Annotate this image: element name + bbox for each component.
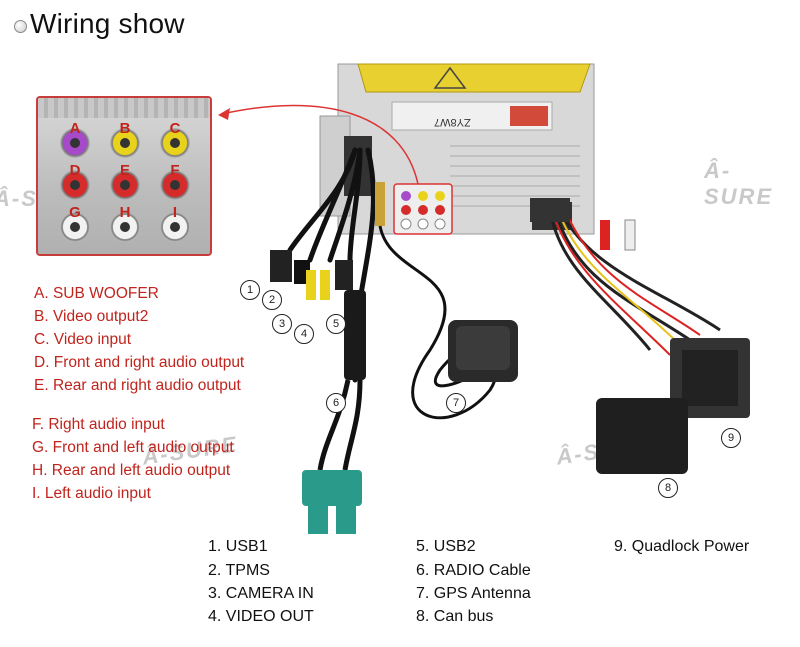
callout-3: 3 [272, 314, 292, 334]
callout-7: 7 [446, 393, 466, 413]
legend-number: 1. USB1 [208, 538, 268, 555]
legend-letter: C. Video input [34, 331, 132, 348]
callout-6: 6 [326, 393, 346, 413]
rca-jack-letter: B [119, 120, 131, 137]
watermark: Â-SURE [704, 158, 774, 209]
legend-letter: E. Rear and right audio output [34, 377, 241, 394]
rca-jack [160, 170, 190, 200]
legend-number: 9. Quadlock Power [614, 538, 750, 555]
legend-letter: B. Video output2 [34, 308, 149, 325]
legend-letter: G. Front and left audio output [32, 439, 234, 456]
legend-letter: F. Right audio input [32, 416, 165, 433]
rca-jack [60, 212, 90, 242]
rca-jack [60, 128, 90, 158]
page-title: Wiring show [30, 8, 185, 39]
callout-2: 2 [262, 290, 282, 310]
rca-jack-letter: D [69, 162, 81, 179]
title-bullet-icon [14, 20, 27, 33]
rca-jack [110, 170, 140, 200]
rca-jack-letter: A [69, 120, 81, 137]
callout-8: 8 [658, 478, 678, 498]
rca-jack [110, 128, 140, 158]
legend-number: 3. CAMERA IN [208, 585, 314, 602]
callout-1: 1 [240, 280, 260, 300]
rca-jack [110, 212, 140, 242]
rca-jack-letter: F [170, 162, 180, 179]
rca-jack [160, 128, 190, 158]
rca-jack [60, 170, 90, 200]
legend-letter: A. SUB WOOFER [34, 285, 159, 302]
callout-4: 4 [294, 324, 314, 344]
rca-jack-letter: I [172, 204, 178, 221]
callout-9: 9 [721, 428, 741, 448]
legend-letter: D. Front and right audio output [34, 354, 245, 371]
legend-number: 8. Can bus [416, 608, 494, 625]
legend-number: 6. RADIO Cable [416, 562, 531, 579]
rca-jack-letter: C [169, 120, 181, 137]
legend-letter: I. Left audio input [32, 485, 151, 502]
rca-jack [160, 212, 190, 242]
legend-number: 5. USB2 [416, 538, 476, 555]
legend-letter: H. Rear and left audio output [32, 462, 231, 479]
zoom-arrow [218, 104, 419, 185]
rca-jack-letter: H [119, 204, 131, 221]
legend-number: 4. VIDEO OUT [208, 608, 314, 625]
rca-jack-letter: G [69, 204, 81, 221]
callout-5: 5 [326, 314, 346, 334]
cable-illustration [270, 147, 750, 534]
legend-number: 2. TPMS [208, 562, 270, 579]
legend-number: 7. GPS Antenna [416, 585, 531, 602]
rca-panel-zoom: A B C D E F G H I [36, 96, 212, 256]
rca-jack-letter: E [119, 162, 130, 179]
